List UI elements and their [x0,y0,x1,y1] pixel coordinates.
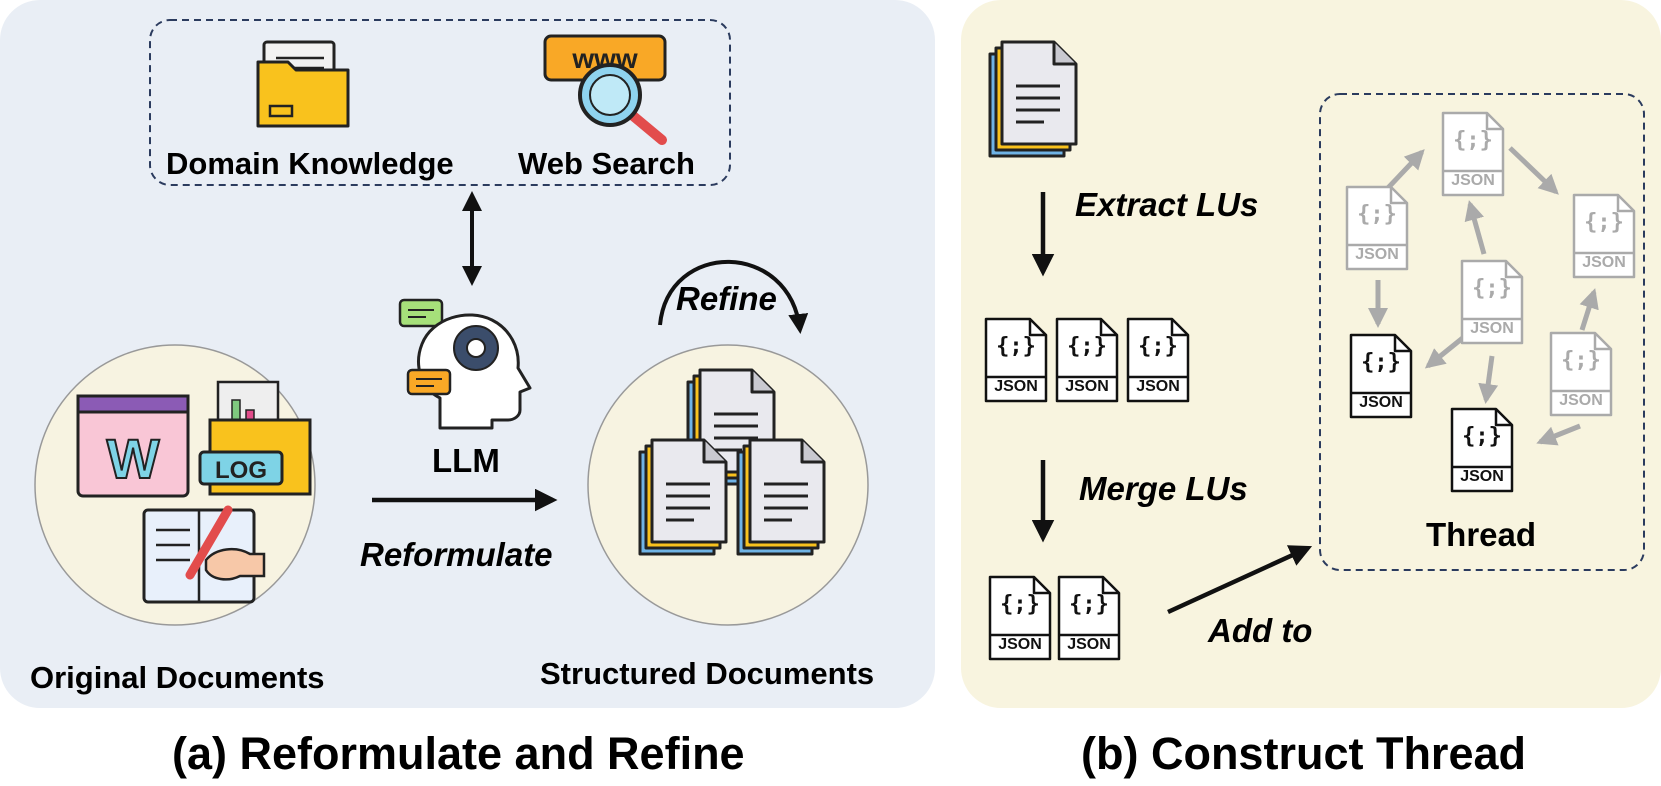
original-documents-label: Original Documents [30,660,325,695]
log-folder-icon: LOG [198,380,312,496]
json-icon-merged-1: {;} JSON [988,575,1052,661]
extract-lus-label: Extract LUs [1075,186,1259,223]
panel-b-caption: (b) Construct Thread [1081,728,1526,779]
json-braces: {;} [1138,334,1178,359]
structured-doc-icon-2 [638,438,728,556]
json-label: JSON [1067,636,1111,653]
word-window-icon: W [76,394,190,498]
structured-documents-label: Structured Documents [540,656,875,691]
json-label: JSON [1065,378,1109,395]
json-label: JSON [1359,394,1403,411]
json-label: JSON [1470,320,1514,337]
domain-knowledge-label: Domain Knowledge [166,146,454,181]
json-braces: {;} [1472,276,1512,301]
json-braces: {;} [996,334,1036,359]
json-label: JSON [1451,172,1495,189]
json-label: JSON [1559,392,1603,409]
json-label: JSON [1582,254,1626,271]
json-braces: {;} [1462,424,1502,449]
thread-label: Thread [1426,516,1537,553]
json-label: JSON [1460,468,1504,485]
refine-label: Refine [676,280,777,317]
json-label: JSON [994,378,1038,395]
structured-doc-icon-3 [736,438,826,556]
thread-node-new-bottom: {;} JSON [1450,407,1514,493]
json-braces: {;} [1453,128,1493,153]
thread-node-lower-right: {;} JSON [1549,331,1613,417]
web-search-label: Web Search [518,146,695,181]
json-icon-extracted-1: {;} JSON [984,317,1048,403]
json-icon-extracted-2: {;} JSON [1055,317,1119,403]
thread-node-new-left: {;} JSON [1349,333,1413,419]
json-braces: {;} [1584,210,1624,235]
json-label: JSON [1136,378,1180,395]
thread-node-left: {;} JSON [1345,185,1409,271]
json-braces: {;} [1361,350,1401,375]
json-braces: {;} [1000,592,1040,617]
thread-node-top: {;} JSON [1441,111,1505,197]
json-icon-extracted-3: {;} JSON [1126,317,1190,403]
thread-box [1319,93,1645,571]
web-search-icon: www [543,34,667,145]
json-label: JSON [998,636,1042,653]
word-letter: W [107,427,160,490]
log-text: LOG [215,457,267,484]
json-braces: {;} [1561,348,1601,373]
json-braces: {;} [1357,202,1397,227]
add-to-arrow [1167,545,1313,615]
refine-arrow [658,259,809,334]
source-doc-icon [988,40,1078,158]
add-to-label: Add to [1208,612,1313,649]
knowledge-sources-box [149,19,731,186]
reformulate-label: Reformulate [360,536,553,573]
thread-node-center: {;} JSON [1460,259,1524,345]
thread-node-right: {;} JSON [1572,193,1636,279]
llm-head-icon [398,298,532,430]
json-icon-merged-2: {;} JSON [1057,575,1121,661]
merge-lus-label: Merge LUs [1079,470,1248,507]
writing-notebook-icon [142,505,266,604]
json-braces: {;} [1069,592,1109,617]
panel-a-caption: (a) Reformulate and Refine [172,728,745,779]
llm-label: LLM [432,442,500,479]
json-label: JSON [1355,246,1399,263]
json-braces: {;} [1067,334,1107,359]
folder-icon [256,40,350,128]
